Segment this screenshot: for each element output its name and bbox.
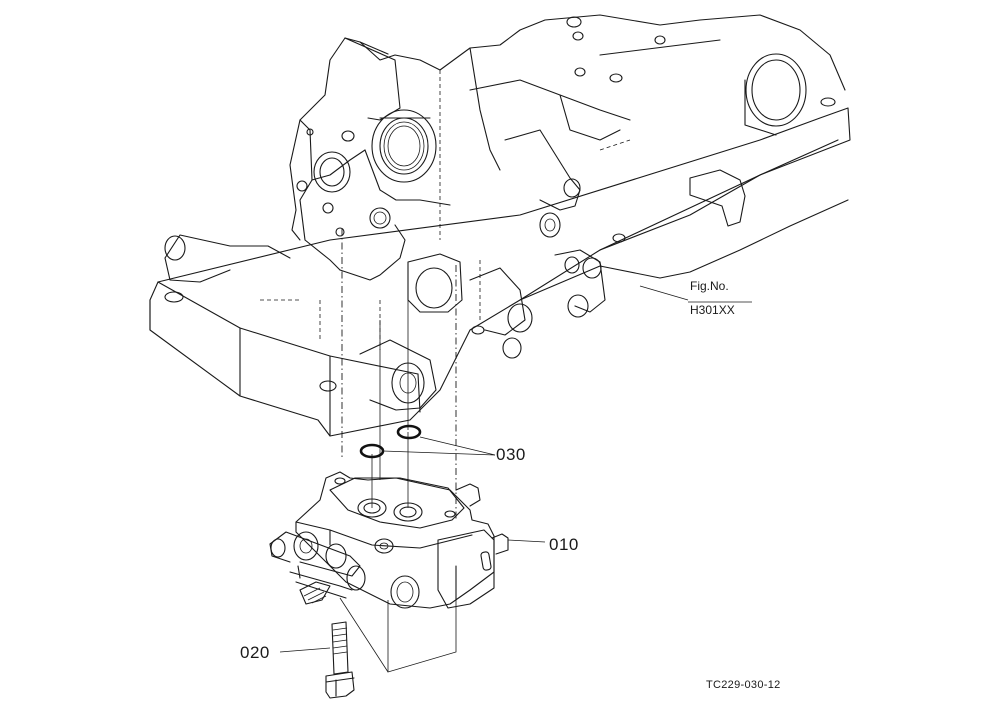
callout-leaders <box>279 285 752 653</box>
alignment-centerlines <box>341 228 457 673</box>
o-ring-rear <box>396 424 422 440</box>
leader-030-b <box>382 450 496 456</box>
figure-ref-line2: H301XX <box>690 303 735 317</box>
hex-bolt <box>325 621 355 699</box>
control-valve-block <box>269 471 509 673</box>
leader-030-a <box>419 436 496 456</box>
leader-fig <box>639 285 689 301</box>
drawing-code: TC229-030-12 <box>706 679 781 691</box>
leader-020 <box>279 647 331 653</box>
callout-030: 030 <box>496 445 526 464</box>
leader-010 <box>507 539 546 543</box>
callout-010: 010 <box>549 535 579 554</box>
figure-ref-line1: Fig.No. <box>690 279 729 293</box>
hydraulic-housing <box>149 14 851 437</box>
callout-020: 020 <box>240 643 270 662</box>
